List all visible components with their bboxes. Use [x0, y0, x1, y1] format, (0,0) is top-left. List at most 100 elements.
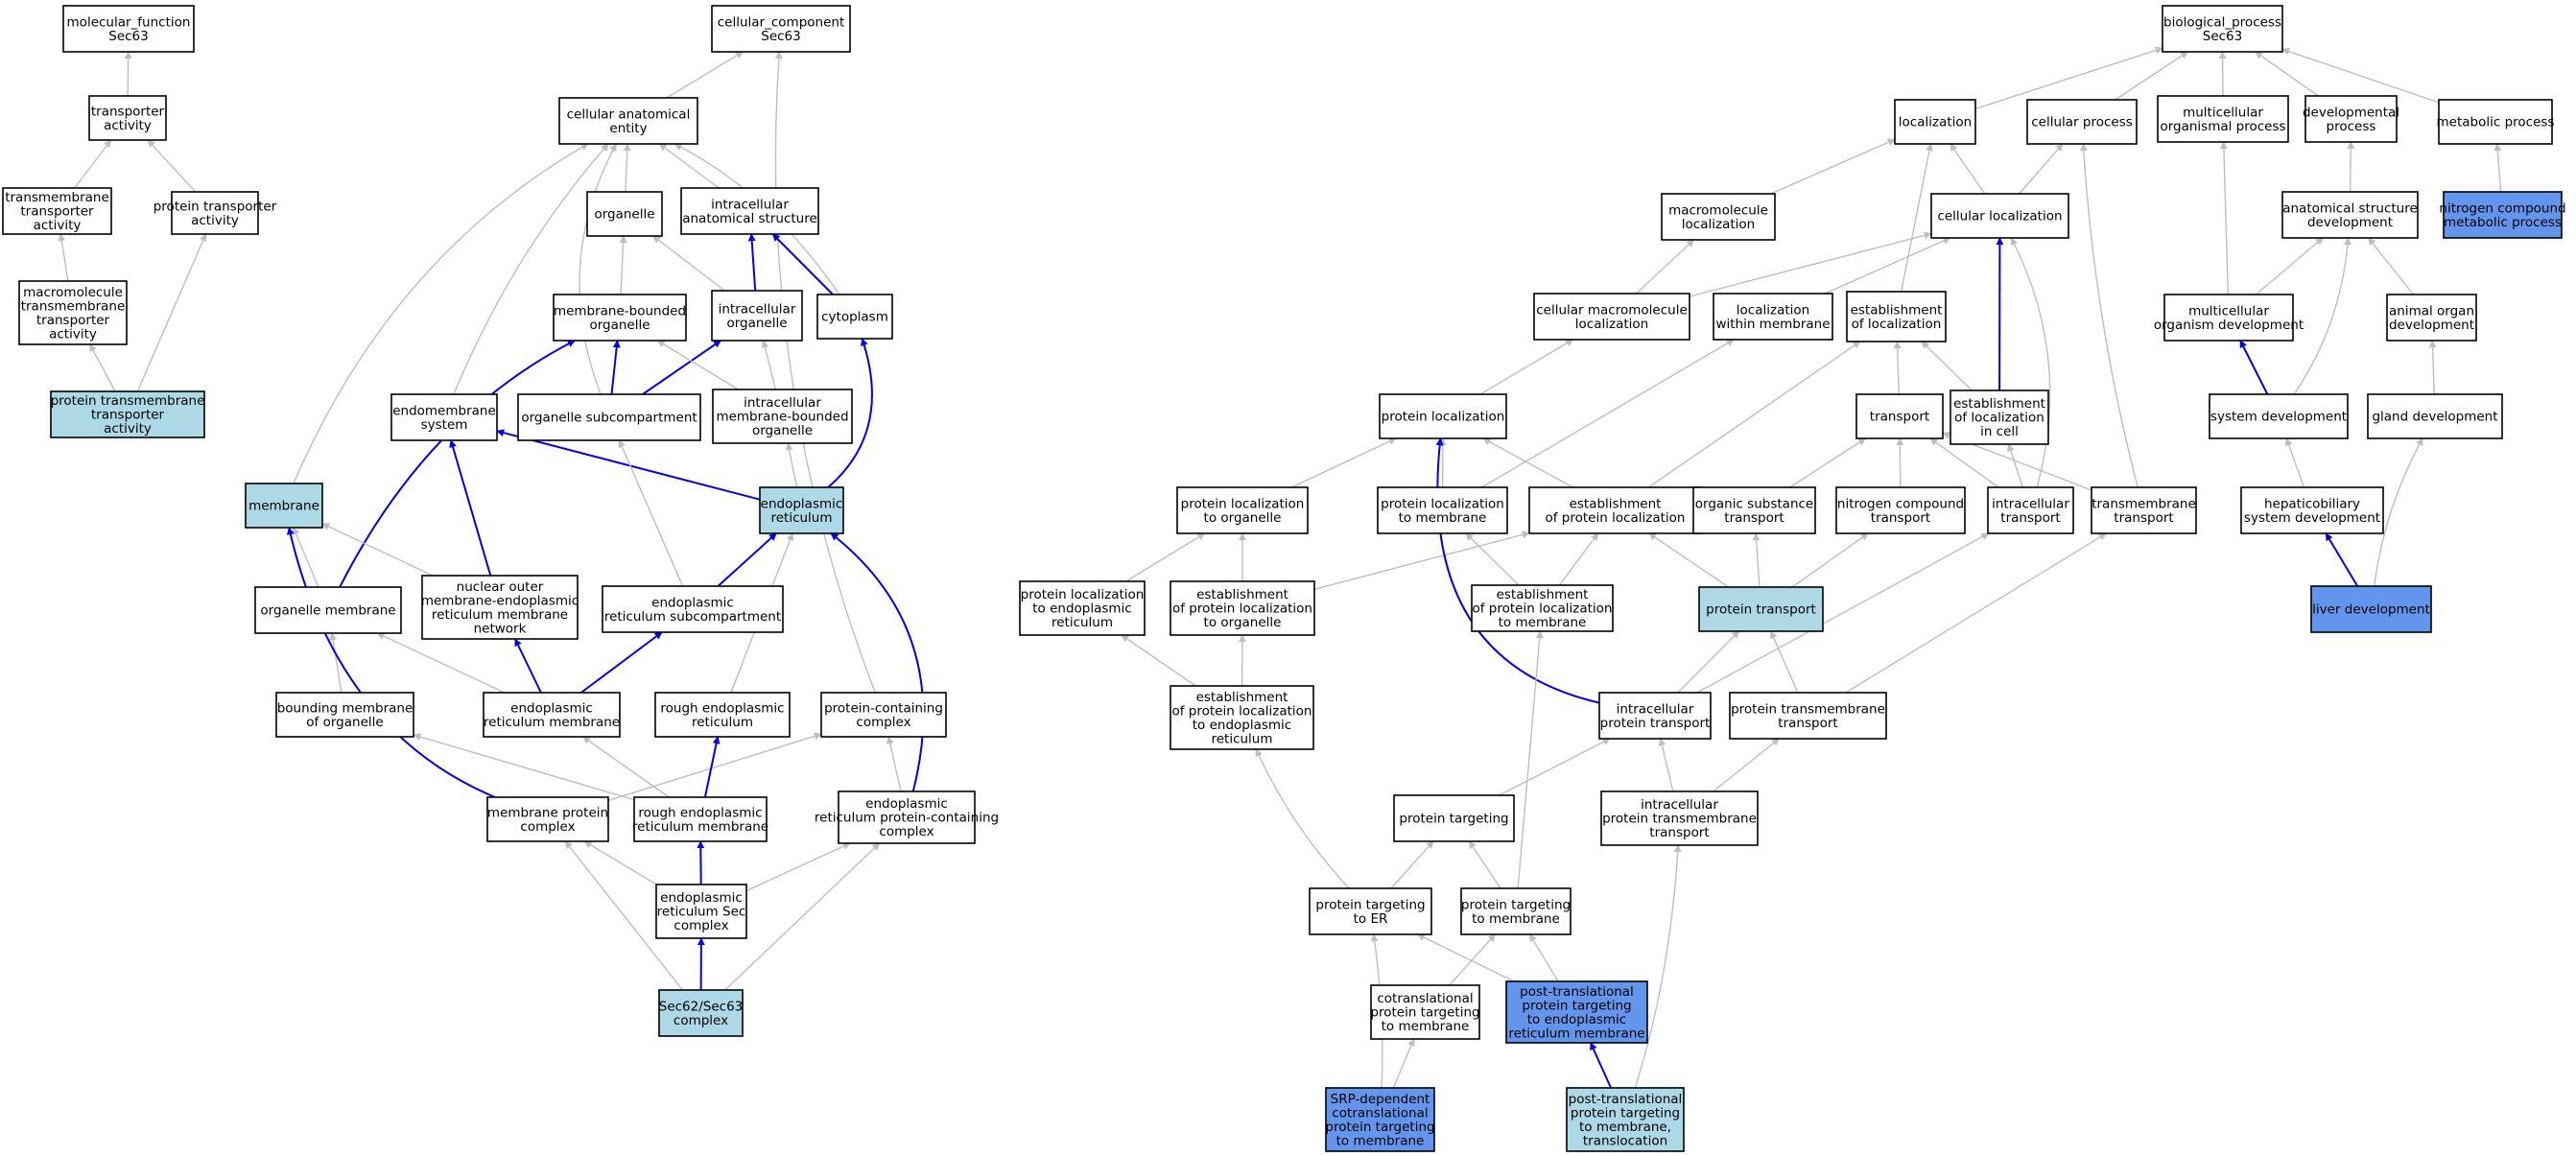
node-label-line: molecular_function: [67, 14, 191, 30]
go-term-node-cl[interactable]: cellular localization: [1930, 193, 2069, 239]
go-term-node-cyt[interactable]: cytoplasm: [816, 294, 893, 340]
go-term-node-mmtta[interactable]: macromoleculetransmembranetransporteract…: [18, 280, 128, 345]
node-box: [654, 692, 791, 738]
edge-mpc-to-mem: [286, 527, 496, 798]
node-label-line: Sec63: [2203, 29, 2242, 44]
node-label-line: developmental: [2303, 105, 2399, 120]
node-label-line: cellular process: [2031, 115, 2133, 130]
node-box: [1950, 389, 2049, 445]
go-term-node-ptg[interactable]: protein targeting: [1393, 794, 1515, 842]
go-term-node-pt[interactable]: protein transport: [1698, 586, 1824, 632]
node-label-line: transmembrane: [5, 190, 109, 205]
edge-layer: [58, 46, 2502, 1089]
go-term-node-gd[interactable]: gland development: [2367, 393, 2503, 439]
go-term-node-org[interactable]: organelle: [586, 191, 663, 237]
edge-pt-to-epl: [1648, 532, 1729, 588]
node-label-line: membrane: [248, 499, 319, 514]
edge-ipt-to-pl: [1435, 437, 1600, 704]
go-term-node-tr[interactable]: transport: [1855, 393, 1944, 439]
edge-ld-to-hsd: [2325, 532, 2359, 587]
go-term-node-nomer[interactable]: nuclear outermembrane-endoplasmicreticul…: [421, 575, 579, 640]
go-term-node-mp[interactable]: metabolic process: [2437, 99, 2555, 145]
go-term-node-osc[interactable]: organelle subcompartment: [517, 393, 701, 441]
node-label-line: reticulum: [1211, 731, 1272, 746]
node-box: [759, 486, 844, 534]
node-label-line: intracellular: [744, 395, 821, 411]
node-box: [1533, 293, 1690, 341]
go-term-node-mem[interactable]: membrane: [245, 483, 323, 529]
go-term-node-om[interactable]: organelle membrane: [254, 586, 402, 634]
go-term-node-cp[interactable]: cellular process: [2026, 99, 2138, 145]
node-box: [1528, 486, 1702, 534]
edge-nomer-to-es: [449, 439, 492, 577]
node-label-line: to organelle: [1204, 510, 1282, 526]
node-box: [1987, 486, 2074, 534]
node-label-line: of localization: [1852, 317, 1942, 332]
go-term-node-loc[interactable]: localization: [1894, 99, 1976, 145]
node-box: [18, 280, 128, 345]
node-label-line: establishment: [1953, 396, 2045, 412]
go-term-node-ld[interactable]: liver development: [2310, 585, 2432, 633]
go-term-node-pl[interactable]: protein localization: [1379, 393, 1507, 439]
go-term-node-sd[interactable]: system development: [2209, 393, 2349, 439]
node-label-line: biological_process: [2163, 14, 2281, 30]
node-label-line: of localization: [1954, 411, 2044, 426]
